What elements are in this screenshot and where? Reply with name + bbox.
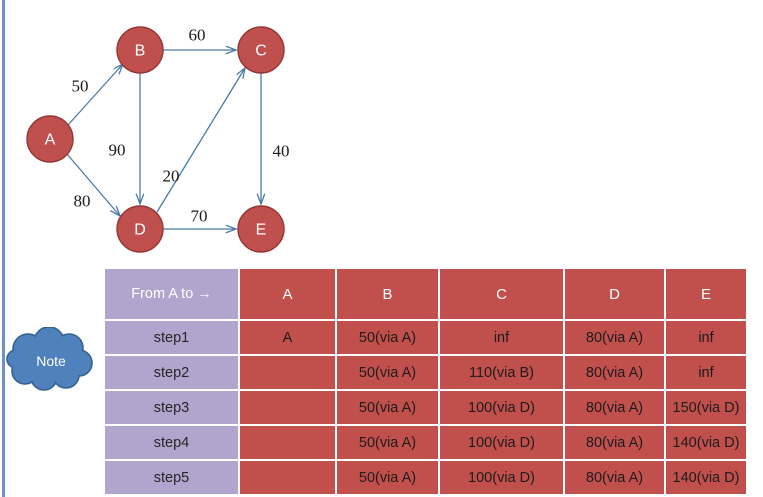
note-cloud-svg: Note bbox=[6, 326, 93, 391]
graph-edge-weights: 50 80 60 90 20 40 70 bbox=[72, 26, 290, 226]
edge-weight-b-c: 60 bbox=[189, 26, 206, 45]
node-e[interactable]: E bbox=[237, 205, 285, 253]
table-cell-step1-e: inf bbox=[666, 321, 746, 354]
distance-table: From A to → A B C D E step1 A 50(via A) … bbox=[103, 267, 748, 496]
table-cell-step2-a bbox=[240, 356, 335, 389]
node-b[interactable]: B bbox=[116, 26, 164, 74]
table-cell-step3-c: 100(via D) bbox=[440, 391, 563, 424]
table-cell-step1-c: inf bbox=[440, 321, 563, 354]
table-cell-step2-b: 50(via A) bbox=[337, 356, 438, 389]
table-row: step5 50(via A) 100(via D) 80(via A) 140… bbox=[105, 461, 746, 494]
node-b-circle[interactable] bbox=[116, 26, 164, 74]
table-cell-step2-e: inf bbox=[666, 356, 746, 389]
edge-weight-d-e: 70 bbox=[191, 207, 208, 226]
edge-weight-a-d: 80 bbox=[74, 192, 91, 211]
table-row-label-step1: step1 bbox=[105, 321, 238, 354]
table-col-header-b: B bbox=[337, 269, 438, 319]
table-header-row: From A to → A B C D E bbox=[105, 269, 746, 319]
left-edge-rule bbox=[2, 0, 5, 497]
table-col-header-e: E bbox=[666, 269, 746, 319]
table-body: step1 A 50(via A) inf 80(via A) inf step… bbox=[105, 321, 746, 494]
table-col-header-a: A bbox=[240, 269, 335, 319]
table-cell-step3-d: 80(via A) bbox=[565, 391, 664, 424]
table-header: From A to → A B C D E bbox=[105, 269, 746, 319]
table-cell-step4-e: 140(via D) bbox=[666, 426, 746, 459]
table-row: step1 A 50(via A) inf 80(via A) inf bbox=[105, 321, 746, 354]
table-cell-step5-e: 140(via D) bbox=[666, 461, 746, 494]
table-row-label-step5: step5 bbox=[105, 461, 238, 494]
edge-d-c bbox=[156, 68, 245, 213]
table-cell-step1-d: 80(via A) bbox=[565, 321, 664, 354]
node-c-circle[interactable] bbox=[237, 26, 285, 74]
note-cloud-label: Note bbox=[36, 353, 66, 369]
table-row: step2 50(via A) 110(via B) 80(via A) inf bbox=[105, 356, 746, 389]
table-cell-step5-b: 50(via A) bbox=[337, 461, 438, 494]
table-cell-step4-c: 100(via D) bbox=[440, 426, 563, 459]
table-cell-step4-a bbox=[240, 426, 335, 459]
table-cell-step3-a bbox=[240, 391, 335, 424]
graph-svg: A B C D E 50 80 60 90 2 bbox=[26, 26, 290, 253]
edge-a-d bbox=[66, 153, 120, 216]
node-c[interactable]: C bbox=[237, 26, 285, 74]
table-cell-step1-a: A bbox=[240, 321, 335, 354]
node-d-circle[interactable] bbox=[116, 205, 164, 253]
table-cell-step2-d: 80(via A) bbox=[565, 356, 664, 389]
table-cell-step4-d: 80(via A) bbox=[565, 426, 664, 459]
node-e-circle[interactable] bbox=[237, 205, 285, 253]
table-row: step4 50(via A) 100(via D) 80(via A) 140… bbox=[105, 426, 746, 459]
table-row-label-step4: step4 bbox=[105, 426, 238, 459]
edge-weight-a-b: 50 bbox=[72, 77, 89, 96]
table-cell-step3-b: 50(via A) bbox=[337, 391, 438, 424]
node-c-label: C bbox=[255, 43, 267, 60]
node-d-label: D bbox=[134, 222, 146, 239]
graph-edges bbox=[66, 50, 261, 229]
edge-weight-c-e: 40 bbox=[273, 142, 290, 161]
table-cell-step4-b: 50(via A) bbox=[337, 426, 438, 459]
table-cell-step5-a bbox=[240, 461, 335, 494]
table-corner-label: From A to → bbox=[105, 269, 238, 319]
graph-nodes: A B C D E bbox=[26, 26, 285, 253]
node-b-label: B bbox=[135, 43, 146, 60]
edge-a-b bbox=[67, 64, 123, 126]
table-row-label-step3: step3 bbox=[105, 391, 238, 424]
graph-diagram: A B C D E 50 80 60 90 2 bbox=[0, 0, 340, 268]
note-cloud[interactable]: Note bbox=[6, 326, 96, 391]
cloud-shape-icon bbox=[6, 326, 93, 391]
table-cell-step1-b: 50(via A) bbox=[337, 321, 438, 354]
table-row: step3 50(via A) 100(via D) 80(via A) 150… bbox=[105, 391, 746, 424]
node-a[interactable]: A bbox=[26, 115, 74, 163]
node-e-label: E bbox=[256, 222, 267, 239]
edge-weight-b-d: 90 bbox=[109, 141, 126, 160]
table-row-label-step2: step2 bbox=[105, 356, 238, 389]
table-col-header-d: D bbox=[565, 269, 664, 319]
table-col-header-c: C bbox=[440, 269, 563, 319]
table-cell-step5-c: 100(via D) bbox=[440, 461, 563, 494]
table-cell-step2-c: 110(via B) bbox=[440, 356, 563, 389]
node-a-label: A bbox=[45, 132, 56, 149]
table-cell-step5-d: 80(via A) bbox=[565, 461, 664, 494]
table-cell-step3-e: 150(via D) bbox=[666, 391, 746, 424]
node-d[interactable]: D bbox=[116, 205, 164, 253]
edge-weight-d-c: 20 bbox=[163, 167, 180, 186]
node-a-circle[interactable] bbox=[26, 115, 74, 163]
